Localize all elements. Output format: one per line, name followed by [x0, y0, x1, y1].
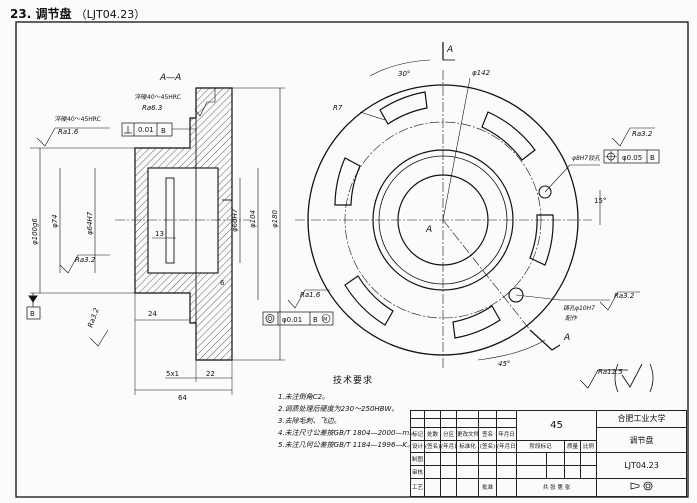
pin-hole-fit: 配作: [565, 314, 578, 322]
section-bore: [147, 167, 219, 274]
roughness-3-2-left: Ra3.2: [75, 256, 96, 264]
part-code-heading: （LJT04.23）: [75, 8, 146, 21]
quench-top-note: 淬硬40～45HRC: [135, 93, 181, 101]
tb-cell: 标准化: [456, 439, 479, 454]
tech-req-item: 1.未注倒角C2。: [278, 393, 330, 401]
dim-phi142: φ142: [472, 69, 491, 77]
title-block: 45 合肥工业大学 标记 处数 分区 更改文件号 签名 年月日 调节盘 设计 (…: [410, 409, 687, 498]
section-mark-top: A: [446, 45, 453, 55]
part-name-cell: 调节盘: [596, 426, 687, 454]
tb-header: 年月日: [496, 426, 517, 441]
tb-header: 分区: [440, 426, 457, 441]
quench-left-note: 淬硬40～45HRC: [55, 115, 101, 123]
tb-cell: (年月日): [496, 439, 517, 454]
tb-cell: (签名): [478, 439, 497, 454]
dim-5x1: 5x1: [166, 370, 179, 378]
section-view: [26, 87, 334, 395]
roughness-6-3: Ra6.3: [142, 104, 162, 112]
datum-b-label: B: [30, 310, 35, 318]
pin-hole: [508, 287, 524, 303]
material-cell: 45: [515, 410, 598, 441]
dim-64: 64: [178, 394, 187, 402]
dim-phi180: φ180: [271, 209, 279, 228]
projection-symbol-icon: [630, 481, 652, 491]
weight-label: 质量: [564, 439, 581, 454]
roughness-3-2-lower-right: Ra3.2: [614, 292, 635, 300]
roughness-3-2-upper-right: Ra3.2: [632, 130, 653, 138]
dim-phi104: φ104: [249, 210, 257, 228]
roughness-3-2-bottom: Ra3.2: [86, 306, 101, 328]
tech-req-item: 5.未注几何公差按GB/T 1184—1996—K。: [278, 441, 414, 449]
tb-cell: (年月日): [440, 439, 457, 454]
concentricity-value: φ0.01: [282, 316, 302, 324]
roughness-1-6-right: Ra1.6: [300, 291, 321, 299]
position-datum: B: [650, 154, 655, 162]
concentricity-datum: B: [313, 316, 318, 324]
projection-symbol-cell: [596, 477, 687, 498]
tb-process: 工艺: [410, 477, 425, 498]
tech-req-item: 2.调质处理后硬度为230～250HBW。: [278, 405, 399, 413]
tb-designer: 设计: [410, 439, 425, 454]
dim-phi60h7: φ60H7: [231, 208, 239, 232]
center-label-a: A: [425, 225, 432, 235]
dim-6: 6: [220, 279, 225, 287]
dowel-hole-note: φ8H7铰孔: [572, 154, 601, 162]
tb-header: 标记: [410, 426, 425, 441]
tb-checker: 审核: [410, 464, 425, 479]
drawing-number: LJT04.23: [596, 452, 687, 479]
angle-30: 30°: [398, 70, 410, 78]
tb-header: 签名: [478, 426, 497, 441]
dim-13: 13: [155, 230, 164, 238]
tb-header: 更改文件号: [456, 426, 479, 441]
sheet-count: 共 张 第 张: [515, 477, 598, 498]
roughness-12-5: Ra12.5: [598, 368, 623, 376]
arc-slots: [334, 91, 554, 339]
perpendicularity-value: 0.01: [138, 126, 154, 134]
dowel-hole: [538, 185, 552, 199]
technical-requirements: 技术要求 1.未注倒角C2。 2.调质处理后硬度为230～250HBW。 3.去…: [278, 375, 428, 451]
problem-number: 23.: [10, 7, 32, 21]
front-view: [295, 42, 660, 393]
dim-phi64h7: φ64H7: [86, 211, 94, 235]
dim-phi100g6: φ100g6: [31, 218, 39, 245]
roughness-1-6-left: Ra1.6: [58, 128, 79, 136]
tech-req-item: 3.去除毛刺、飞边。: [278, 417, 341, 425]
pin-hole-note: 铸孔φ10H7: [563, 304, 595, 312]
university-name: 合肥工业大学: [596, 410, 687, 428]
radius-r7: R7: [333, 104, 343, 112]
stage-mark-label: 阶段标记: [516, 439, 565, 454]
dim-24: 24: [148, 310, 157, 318]
section-view-label: A—A: [159, 73, 181, 83]
tech-req-heading: 技术要求: [332, 376, 373, 386]
section-groove: [165, 177, 175, 264]
tb-drafter: 制图: [410, 452, 425, 466]
tb-approver: 批准: [478, 477, 497, 498]
tb-header: 处数: [424, 426, 441, 441]
tb-cell: (签名): [424, 439, 441, 454]
concentricity-modifier: M: [323, 317, 327, 323]
dim-phi74: φ74: [51, 214, 59, 228]
angle-45: 45°: [498, 360, 510, 368]
tech-req-item: 4.未注尺寸公差按GB/T 1804—2000—m。: [278, 429, 417, 437]
dim-22: 22: [206, 370, 215, 378]
drawing-title: 23. 调节盘 （LJT04.23）: [10, 5, 145, 22]
scale-label: 比例: [579, 439, 598, 454]
position-value: φ0.05: [622, 154, 642, 162]
angle-15: 15°: [594, 197, 606, 205]
drawing-border: [15, 21, 689, 498]
section-mark-bottom: A: [563, 333, 570, 343]
perpendicularity-datum: B: [161, 127, 166, 135]
part-name-heading: 调节盘: [35, 7, 72, 21]
